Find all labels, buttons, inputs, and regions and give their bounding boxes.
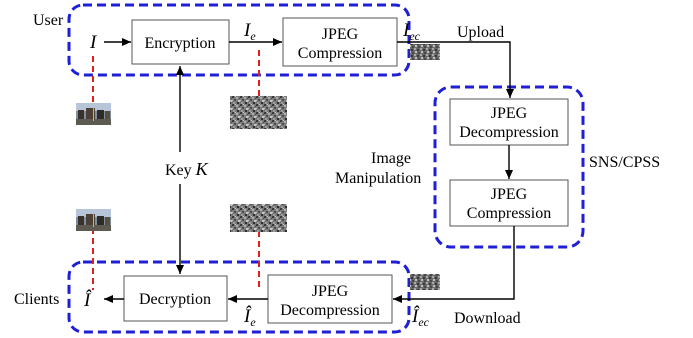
user-region xyxy=(67,3,411,77)
original-image-thumbnail-bottom xyxy=(76,209,111,231)
jpeg-compression-right-line1: JPEG xyxy=(491,186,528,203)
jpeg-compression-top-line2: Compression xyxy=(298,45,382,62)
jpeg-decompression-bottom-line2: Decompression xyxy=(280,302,380,319)
decryption-box-label: Decryption xyxy=(139,291,211,308)
symbol-Ihat-e-base: Î xyxy=(243,305,252,327)
decryption-box xyxy=(123,275,228,322)
symbol-Ie-base: I xyxy=(243,20,252,41)
encryption-box xyxy=(131,19,230,65)
symbol-Ihat-ec-base: Î xyxy=(411,305,420,327)
jpeg-compression-right-box xyxy=(449,179,569,227)
upload-label: Upload xyxy=(457,24,504,41)
clients-label: Clients xyxy=(14,291,59,308)
jpeg-decompression-bottom-box xyxy=(267,274,393,324)
symbol-Iec-sub: ec xyxy=(409,29,420,43)
arrow-download xyxy=(393,226,515,303)
arrow-upload xyxy=(397,41,514,98)
symbol-Ihat: Î xyxy=(83,289,92,311)
jpeg-decompression-right-line2: Decompression xyxy=(459,124,559,141)
compressed-encrypted-image-download xyxy=(410,274,440,290)
image-manipulation-label-2: Manipulation xyxy=(335,170,421,187)
symbol-Iec: Iec xyxy=(402,20,421,43)
jpeg-compression-top-line1: JPEG xyxy=(322,26,359,43)
symbol-Ie-sub: e xyxy=(250,29,256,43)
sns-region xyxy=(433,85,585,249)
symbol-Ihat-e-sub: e xyxy=(250,315,256,329)
symbol-Ie: Ie xyxy=(243,20,256,43)
jpeg-decompression-bottom-line1: JPEG xyxy=(312,283,349,300)
download-label: Download xyxy=(454,310,521,327)
original-image-thumbnail-top xyxy=(76,103,111,125)
image-manipulation-label-1: Image xyxy=(371,150,411,167)
symbol-Ihat-ec: Îec xyxy=(411,305,430,329)
compressed-encrypted-image-upload xyxy=(410,44,440,60)
encrypted-image-bottom xyxy=(230,204,287,232)
encryption-box-label: Encryption xyxy=(144,35,215,52)
sns-label: SNS/CPSS xyxy=(589,154,660,171)
key-label: Key K xyxy=(165,159,209,179)
encrypted-image-top xyxy=(230,96,287,129)
key-word: Key xyxy=(165,162,192,179)
jpeg-decompression-right-line1: JPEG xyxy=(491,105,528,122)
jpeg-compression-right-line2: Compression xyxy=(467,205,551,222)
clients-region xyxy=(67,260,411,334)
symbol-I: I xyxy=(89,32,98,53)
user-label: User xyxy=(33,12,64,29)
symbol-Ihat-e: Îe xyxy=(243,305,256,329)
symbol-Iec-base: I xyxy=(402,20,411,41)
symbol-Ihat-ec-sub: ec xyxy=(418,315,429,329)
jpeg-decompression-right-box xyxy=(449,98,569,146)
key-var: K xyxy=(195,159,209,179)
